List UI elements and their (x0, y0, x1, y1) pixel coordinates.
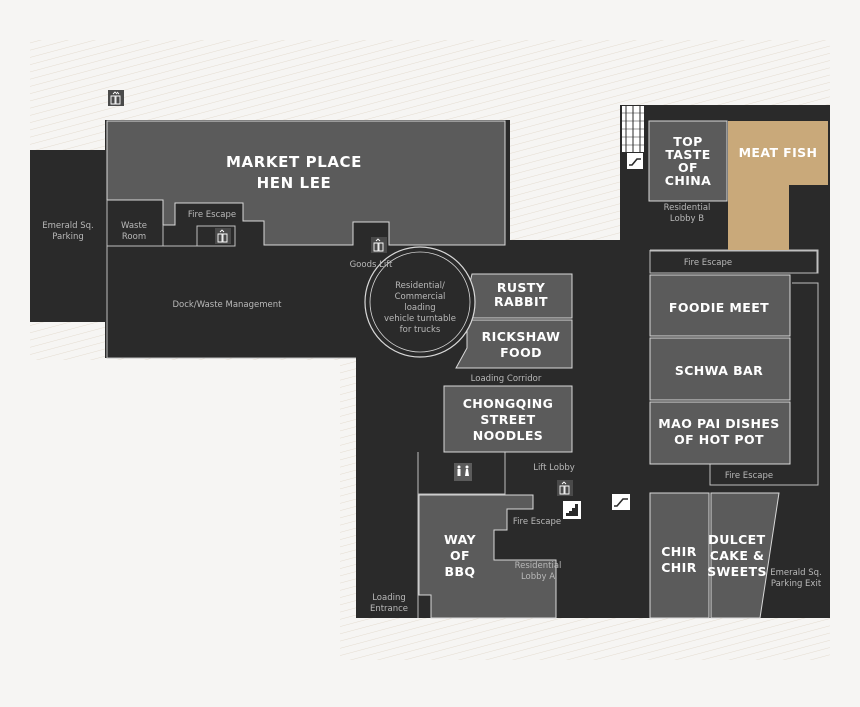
fire-escape-market-label: Fire Escape (188, 210, 236, 220)
waste-room-line1: Waste (121, 221, 147, 231)
chir-chir-line1: CHIR (661, 544, 697, 559)
loading-corridor-label: Loading Corridor (471, 374, 542, 384)
way-of-bbq-line2: OF (450, 548, 470, 563)
unit-rusty-rabbit[interactable]: RUSTY RABBIT (466, 273, 573, 319)
parking-exit-line1: Emerald Sq. (770, 568, 822, 578)
market-place-title-line1: MARKET PLACE (226, 153, 362, 171)
residential-lobby-b-line1: Residential (664, 203, 711, 213)
foodie-meet-label: FOODIE MEET (669, 300, 769, 315)
loading-entrance-line2: Entrance (370, 604, 408, 614)
dock-waste-label: Dock/Waste Management (173, 300, 283, 310)
meat-fish-label: MEAT FISH (739, 145, 818, 160)
unit-way-of-bbq[interactable]: WAY OF BBQ (418, 494, 557, 619)
lift-icon (108, 90, 124, 106)
turntable-line5: for trucks (400, 325, 441, 335)
turntable-line4: vehicle turntable (384, 314, 456, 324)
chongqing-line3: NOODLES (473, 428, 543, 443)
emerald-parking-line1: Emerald Sq. (42, 221, 94, 231)
escalator-icon (627, 153, 643, 169)
top-taste-line1: TOP (673, 134, 703, 149)
unit-top-taste-of-china[interactable]: TOP TASTE OF CHINA (648, 120, 728, 202)
lift-icon (371, 237, 387, 253)
unit-rickshaw-food[interactable]: RICKSHAW FOOD (455, 319, 573, 369)
goods-lift-label: Goods Lift (350, 260, 393, 270)
lift-icon (215, 228, 231, 244)
emerald-parking-line2: Parking (52, 232, 84, 242)
residential-lobby-a-line1: Residential (515, 561, 562, 571)
rickshaw-food-line1: RICKSHAW (482, 329, 561, 344)
escalator-icon (612, 494, 630, 510)
loading-entrance-line1: Loading (372, 593, 406, 603)
mao-pai-line1: MAO PAI DISHES (658, 416, 779, 431)
schwa-bar-label: SCHWA BAR (675, 363, 763, 378)
top-taste-line2: TASTE (665, 147, 710, 162)
dulcet-line1: DULCET (708, 532, 765, 547)
dulcet-line3: SWEETS (707, 564, 767, 579)
market-place-title-line2: HEN LEE (257, 174, 332, 192)
lift-icon (557, 480, 573, 496)
mao-pai-line2: OF HOT POT (674, 432, 764, 447)
turntable-line2: Commercial (395, 292, 446, 302)
escalator-strip (622, 106, 644, 152)
stairs-icon (563, 501, 581, 519)
rusty-rabbit-line2: RABBIT (494, 294, 548, 309)
way-of-bbq-line1: WAY (444, 532, 477, 547)
way-of-bbq-line3: BBQ (445, 564, 476, 579)
unit-chir-chir[interactable]: CHIR CHIR (649, 492, 710, 619)
rusty-rabbit-line1: RUSTY (497, 280, 546, 295)
unit-schwa-bar[interactable]: SCHWA BAR (649, 337, 791, 401)
unit-meat-fish[interactable]: MEAT FISH (728, 121, 828, 250)
top-taste-line4: CHINA (665, 173, 711, 188)
chongqing-line2: STREET (480, 412, 535, 427)
fire-escape-top-area (649, 250, 818, 274)
turntable-line1: Residential/ (395, 281, 445, 291)
unit-market-place-hen-lee[interactable]: MARKET PLACE HEN LEE (106, 120, 506, 246)
chongqing-line1: CHONGQING (463, 396, 554, 411)
vehicle-turntable: Residential/ Commercial loading vehicle … (364, 246, 476, 358)
unit-dulcet-cake-sweets[interactable]: DULCET CAKE & SWEETS (707, 492, 780, 619)
turntable-line3: loading (404, 303, 435, 313)
parking-exit-line2: Parking Exit (771, 579, 822, 589)
unit-mao-pai[interactable]: MAO PAI DISHES OF HOT POT (649, 401, 791, 465)
fire-escape-right-label: Fire Escape (725, 471, 773, 481)
unit-foodie-meet[interactable]: FOODIE MEET (649, 274, 791, 337)
residential-lobby-a-line2: Lobby A (521, 572, 555, 582)
fire-escape-top-label: Fire Escape (684, 258, 732, 268)
residential-lobby-b-line2: Lobby B (670, 214, 704, 224)
service-labels: Emerald Sq. Parking Waste Room Fire Esca… (42, 203, 822, 614)
unit-chongqing-street-noodles[interactable]: CHONGQING STREET NOODLES (443, 385, 573, 453)
chir-chir-line2: CHIR (661, 560, 697, 575)
restroom-icon (454, 463, 472, 481)
fire-escape-bbq-label: Fire Escape (513, 517, 561, 527)
dulcet-line2: CAKE & (710, 548, 765, 563)
lift-lobby-label: Lift Lobby (533, 463, 575, 473)
top-taste-line3: OF (678, 160, 698, 175)
waste-room-line2: Room (122, 232, 146, 242)
rickshaw-food-line2: FOOD (500, 345, 542, 360)
